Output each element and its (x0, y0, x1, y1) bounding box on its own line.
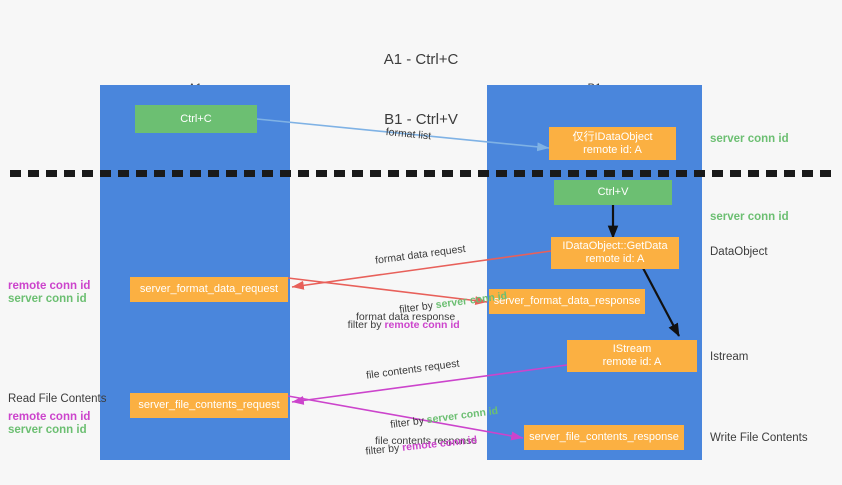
edge-label-format-data-response: format data response (356, 285, 455, 350)
left-label-remote-conn-id-mid: remote conn id (8, 280, 91, 292)
arrow-file-contents-response (287, 395, 524, 441)
arrow-format-data-request (291, 250, 552, 290)
box-server-format-data-request[interactable]: server_format_data_request (130, 277, 288, 302)
edge-label-format-list: format list (372, 112, 433, 156)
arrow-file-contents-request (291, 364, 568, 405)
box-istream-label: IStream (612, 343, 652, 355)
box-ctrl-c-label: Ctrl+C (180, 112, 212, 125)
left-label-remote-conn-id-low: remote conn id (8, 411, 91, 423)
box-istream[interactable]: IStream remote id: A (567, 340, 697, 372)
box-istream-sub: remote id: A (602, 356, 662, 368)
box-ctrl-v[interactable]: Ctrl+V (554, 180, 672, 205)
box-server-file-contents-response[interactable]: server_file_contents_response (524, 425, 684, 450)
box-idataobject[interactable]: 仅行IDataObject remote id: A (549, 127, 676, 160)
edge-filter-prefix-4: filter by (364, 441, 403, 458)
box-server-file-contents-request[interactable]: server_file_contents_request (130, 393, 288, 418)
edge-filter-value-4: remote conn id (401, 433, 478, 454)
box-idataobject-getdata-label: IDataObject::GetData (562, 240, 668, 252)
box-idataobject-getdata-sub: remote id: A (585, 253, 645, 265)
box-idataobject-getdata[interactable]: IDataObject::GetData remote id: A (551, 237, 679, 269)
box-server-file-contents-request-label: server_file_contents_request (138, 399, 280, 411)
right-label-istream: Istream (710, 351, 749, 363)
box-ctrl-c[interactable]: Ctrl+C (135, 105, 257, 133)
title-line-2: B1 - Ctrl+V (384, 111, 458, 128)
arrow-getdata-to-istream (642, 267, 680, 337)
edge-label-file-contents-request-title: file contents request (365, 357, 461, 382)
right-label-server-conn-id-1: server conn id (710, 133, 789, 145)
left-label-read-file-contents: Read File Contents (8, 393, 107, 405)
edge-label-file-contents-response-title: file contents response (375, 435, 478, 447)
box-idataobject-label: 仅行IDataObject (572, 130, 653, 143)
right-label-write-file-contents: Write File Contents (710, 432, 808, 444)
phase-separator (10, 170, 832, 177)
edge-label-format-data-response-filter: filter by remote conn id (336, 306, 460, 345)
left-label-server-conn-id-mid: server conn id (8, 293, 87, 305)
edge-filter-prefix-2: filter by (347, 319, 385, 331)
edge-label-format-data-response-title: format data response (356, 311, 456, 323)
arrow-format-list (256, 118, 550, 152)
box-ctrl-v-label: Ctrl+V (597, 186, 629, 198)
edge-label-format-list-title: format list (385, 126, 432, 143)
right-label-dataobject: DataObject (710, 246, 768, 258)
edge-filter-value-2: remote conn id (384, 319, 460, 331)
page-title: A1 - Ctrl+C B1 - Ctrl+V (0, 10, 842, 170)
right-label-server-conn-id-2: server conn id (710, 211, 789, 223)
box-server-format-data-response[interactable]: server_format_data_response (489, 289, 645, 314)
left-label-server-conn-id-low: server conn id (8, 424, 87, 436)
box-server-file-contents-response-label: server_file_contents_response (529, 431, 679, 443)
title-line-1: A1 - Ctrl+C (383, 51, 459, 68)
arrow-format-data-response (287, 277, 488, 306)
edge-label-format-data-request-title: format data request (374, 242, 467, 267)
edge-label-file-contents-response: file contents response (375, 409, 477, 474)
box-server-format-data-request-label: server_format_data_request (139, 283, 279, 295)
box-server-format-data-response-label: server_format_data_response (493, 295, 641, 307)
box-idataobject-sub: remote id: A (583, 143, 642, 156)
